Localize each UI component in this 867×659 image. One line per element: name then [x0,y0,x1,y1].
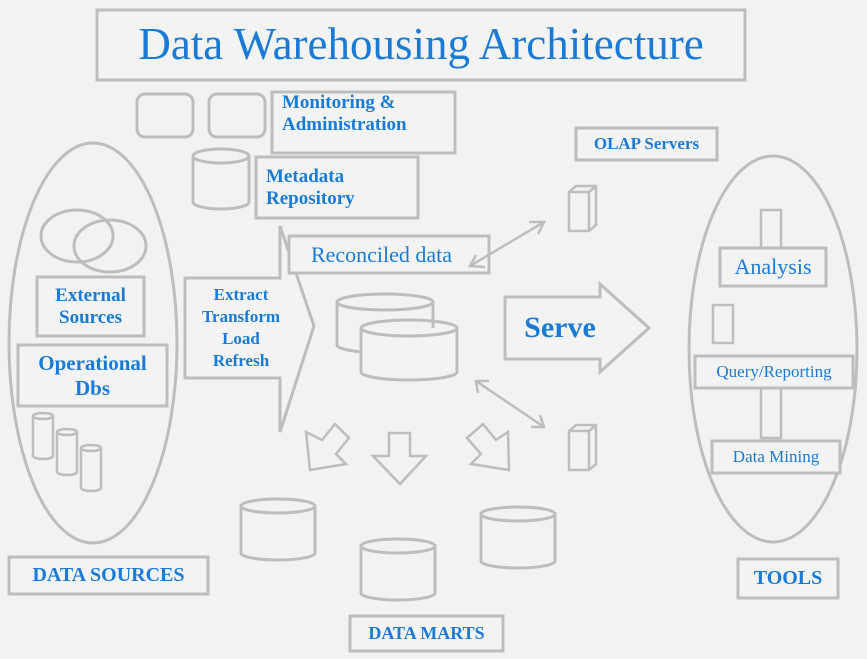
tools-connector-top [759,208,783,250]
analysis-box [718,246,828,288]
tools-ellipse [687,154,859,544]
tool-analysis: Analysis [734,254,812,280]
tool-query-reporting: Query/Reporting [716,362,832,382]
olap-servers-box [574,126,719,162]
etl-refresh: Refresh [212,351,270,371]
tools-connector-bottom [759,386,783,440]
etl-transform: Transform [201,306,281,326]
double-arrow-top [467,220,547,269]
tools-caption-box [736,557,840,600]
tool-data-mining: Data Mining [732,447,820,467]
operational-line-2: Dbs [74,375,111,400]
etl-extract: Extract [213,284,269,304]
serve-arrow [503,280,652,376]
monitoring-label-box [270,90,457,155]
data-mart-cylinder-1 [239,497,317,562]
reconciled-data-label: Reconciled data [310,241,453,267]
external-sources-box [35,275,146,338]
operational-db-cylinders-icon [31,411,103,493]
external-sources-icon [39,208,148,274]
metadata-line-1: Metadata [266,165,345,187]
metadata-cylinder-icon [191,147,251,211]
data-sources-caption: DATA SOURCES [32,564,185,586]
metadata-label: Metadata Repository [256,157,418,218]
monitoring-label: Monitoring & Administration [272,92,455,153]
olap-servers-label: OLAP Servers [593,134,700,154]
olap-server-bottom-icon [567,423,598,472]
monitoring-box-1 [135,92,195,139]
tools-caption: TOOLS [753,567,823,589]
operational-line-1: Operational [38,351,147,376]
metadata-label-box [254,155,420,220]
operational-dbs-label: Operational Dbs [18,345,167,406]
data-mart-cylinder-3 [479,505,557,570]
warehouse-cylinders-icon [335,292,459,382]
external-sources-label: External Sources [37,277,144,336]
title-box [95,8,747,82]
serve-label: Serve [524,310,596,344]
external-line-1: External [55,284,126,306]
page-title: Data Warehousing Architecture [138,19,704,70]
mart-arrow-down [370,431,429,486]
data-sources-caption-box [7,555,210,596]
data-mart-cylinder-2 [359,537,437,602]
olap-server-top-icon [567,184,598,233]
etl-arrow [183,225,316,433]
tools-connector-middle [711,303,735,345]
mart-arrow-right [465,422,511,472]
etl-load: Load [222,329,260,348]
monitoring-line-2: Administration [282,113,407,135]
etl-label: Extract Transform Load Refresh [185,280,297,376]
double-arrow-bottom [474,379,546,429]
operational-dbs-box [16,343,169,408]
query-reporting-box [693,354,855,390]
monitoring-box-2 [207,92,267,139]
monitoring-line-1: Monitoring & [282,92,396,113]
mart-arrow-left [304,422,351,472]
external-line-2: Sources [59,306,122,328]
data-sources-ellipse [7,141,179,545]
data-marts-caption: DATA MARTS [368,623,485,644]
data-marts-caption-box [348,614,505,653]
data-mining-box [710,439,842,475]
metadata-line-2: Repository [266,187,355,209]
